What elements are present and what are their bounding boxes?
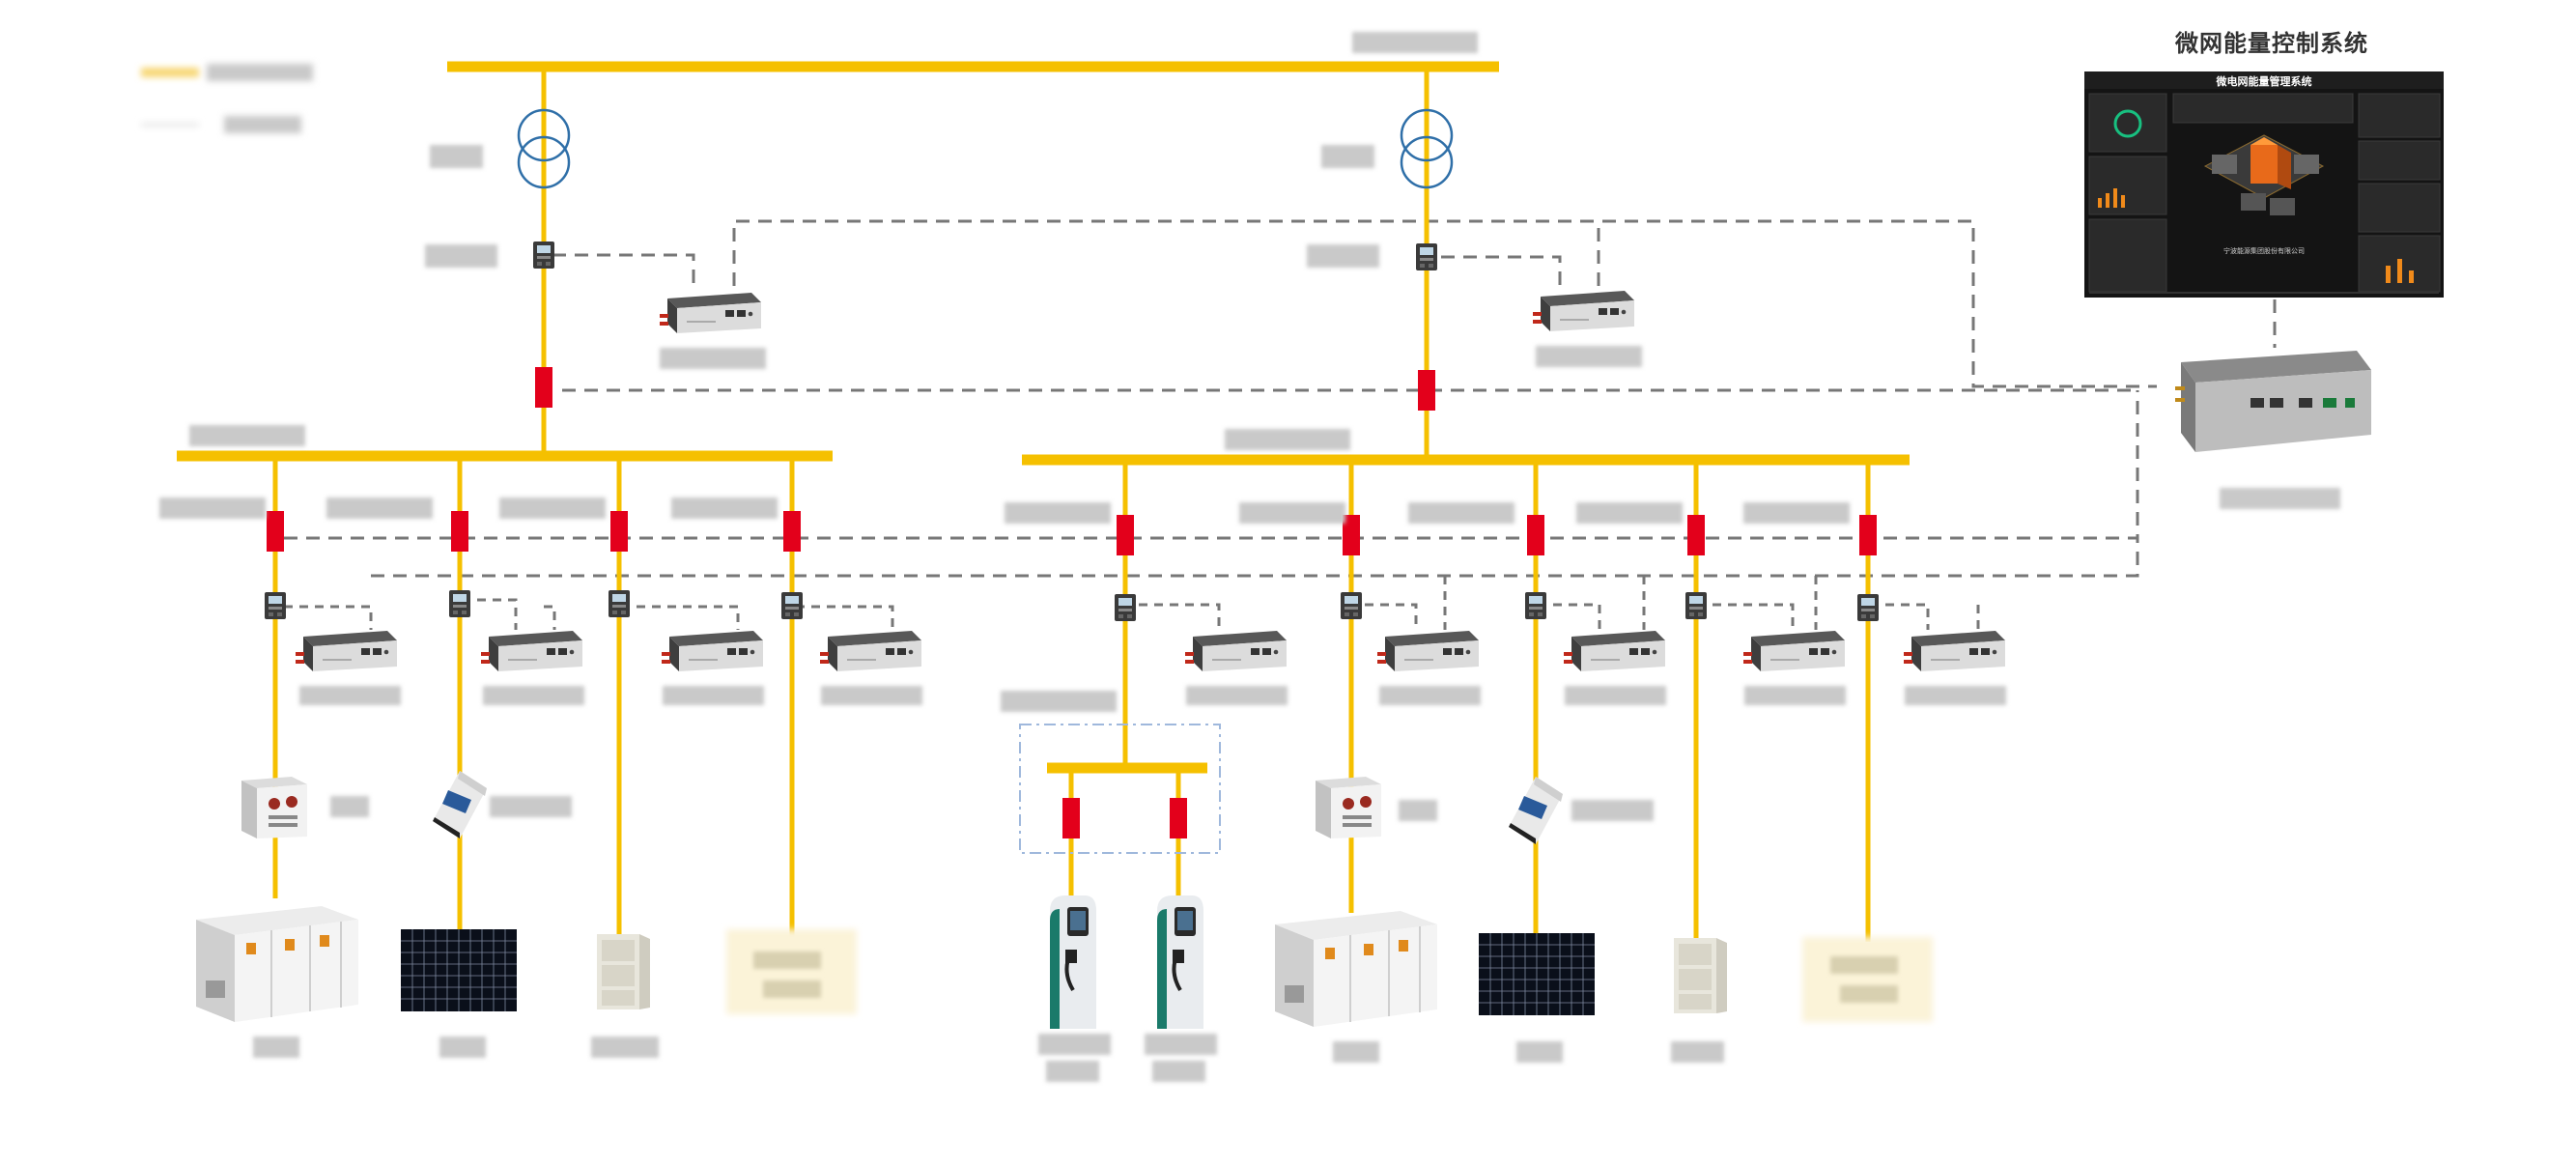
breaker-icon xyxy=(1859,515,1877,555)
screen-header: 微电网能量管理系统 xyxy=(2216,74,2312,88)
transformer-icon xyxy=(517,108,571,189)
pcs-cabinet-icon xyxy=(1316,777,1381,838)
breaker-icon xyxy=(267,511,284,552)
meter-icon xyxy=(1685,592,1707,619)
blurred-label-text-on-placeholders xyxy=(753,952,1898,1003)
pcs-cabinet-icon xyxy=(241,777,307,838)
ac-unit-icon xyxy=(1674,938,1727,1013)
gateway-icon xyxy=(1564,631,1665,671)
breaker-icon xyxy=(1687,515,1705,555)
breaker-icon xyxy=(451,511,468,552)
system-title: 微网能量控制系统 xyxy=(2174,30,2368,57)
gateway-icon xyxy=(1185,631,1287,671)
gateway-icon xyxy=(1904,631,2005,671)
transformer-icon xyxy=(1400,108,1454,189)
meter-icon xyxy=(533,242,554,269)
inverter-icon xyxy=(433,771,487,838)
breaker-icon xyxy=(783,511,801,552)
gateway-icon xyxy=(1533,291,1634,331)
ev-charger-icon xyxy=(1155,894,1205,1029)
gateway-icon xyxy=(1377,631,1479,671)
meter-icon xyxy=(1341,592,1362,619)
breaker-icon xyxy=(1418,370,1435,411)
breaker-icon xyxy=(1062,798,1080,838)
storage-container-icon xyxy=(196,905,359,1023)
comm-drops xyxy=(284,576,1980,630)
gateway-icon xyxy=(820,631,921,671)
meter-icon xyxy=(1525,592,1546,619)
solar-panel-icon xyxy=(1479,933,1595,1015)
inverter-icon xyxy=(1509,777,1563,844)
breaker-icon xyxy=(1527,515,1544,555)
blurred-labels xyxy=(159,32,2340,1082)
breaker-icon xyxy=(610,511,628,552)
gateway-icon xyxy=(481,631,582,671)
solar-panel-icon xyxy=(401,929,517,1011)
ev-charger-icon xyxy=(1048,894,1098,1029)
breaker-icon xyxy=(535,367,552,408)
comm-lines xyxy=(284,219,2277,578)
charger-group-box xyxy=(1019,724,1221,854)
gateway-icon xyxy=(662,631,763,671)
breaker-icon xyxy=(1170,798,1187,838)
storage-container-icon xyxy=(1275,910,1438,1028)
meter-icon xyxy=(781,592,803,619)
meter-icon xyxy=(609,590,630,617)
screen-footer: 宁波能源集团股份有限公司 xyxy=(2223,246,2305,255)
meter-icon xyxy=(1857,594,1879,621)
legend xyxy=(141,64,313,133)
ac-unit-icon xyxy=(597,934,650,1009)
breaker-icon xyxy=(1117,515,1134,555)
gateway-icon xyxy=(660,293,761,333)
ems-controller-device xyxy=(2175,351,2371,452)
ems-screen: 微电网能量管理系统 宁波能源集团股份有限公 xyxy=(2084,71,2444,298)
gateway-icon xyxy=(296,631,397,671)
load-placeholder-blurred xyxy=(726,929,1933,1022)
meter-icon xyxy=(449,590,470,617)
meter-icon xyxy=(1416,243,1437,270)
gateway-icon xyxy=(1743,631,1845,671)
meters xyxy=(265,242,1879,621)
meter-icon xyxy=(1115,594,1136,621)
meter-icon xyxy=(265,592,286,619)
isometric-building-icon xyxy=(2203,134,2325,215)
gateways xyxy=(296,291,2005,671)
